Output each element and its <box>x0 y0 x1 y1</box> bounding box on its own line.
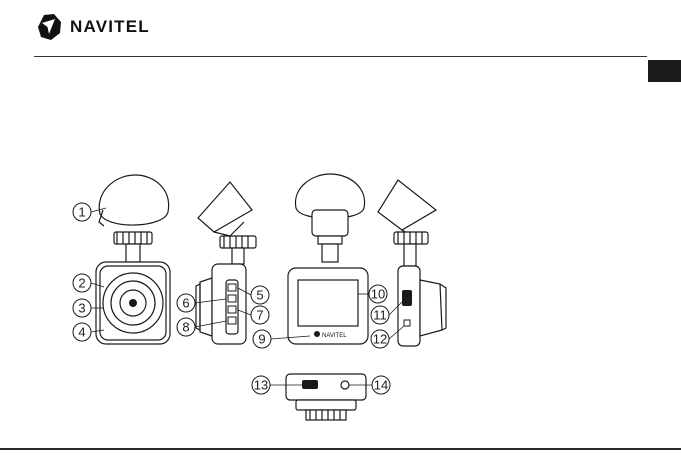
brand-logo: NAVITEL <box>34 12 150 42</box>
callout-14-label: 14 <box>374 378 388 393</box>
device-diagram: .ln { fill: none; stroke: #1a1a1a; strok… <box>0 170 681 440</box>
left-side-view <box>196 182 256 344</box>
callout-5-label: 5 <box>256 288 263 303</box>
right-side-view <box>378 180 446 346</box>
header-divider <box>34 56 647 57</box>
callout-1-label: 1 <box>78 205 85 220</box>
callout-4-label: 4 <box>78 325 85 340</box>
footer-divider <box>0 448 681 450</box>
top-view <box>286 374 366 420</box>
navitel-logo-icon <box>34 12 64 42</box>
back-view: NAVITEL <box>288 174 368 344</box>
language-tab <box>648 60 681 82</box>
callout-6-label: 6 <box>182 296 189 311</box>
callout-8-label: 8 <box>182 320 189 335</box>
callout-12-label: 12 <box>373 332 387 347</box>
callout-2-label: 2 <box>78 276 85 291</box>
screen-brand-label: NAVITEL <box>322 333 347 339</box>
callout-11-label: 11 <box>373 308 387 323</box>
page-header: NAVITEL <box>0 0 681 58</box>
brand-name: NAVITEL <box>70 17 150 37</box>
callout-7-label: 7 <box>256 308 263 323</box>
callout-3-label: 3 <box>78 301 85 316</box>
callout-9-label: 9 <box>258 332 265 347</box>
front-view <box>96 175 170 344</box>
callout-10-label: 10 <box>371 287 385 302</box>
callout-13-label: 13 <box>254 378 268 393</box>
